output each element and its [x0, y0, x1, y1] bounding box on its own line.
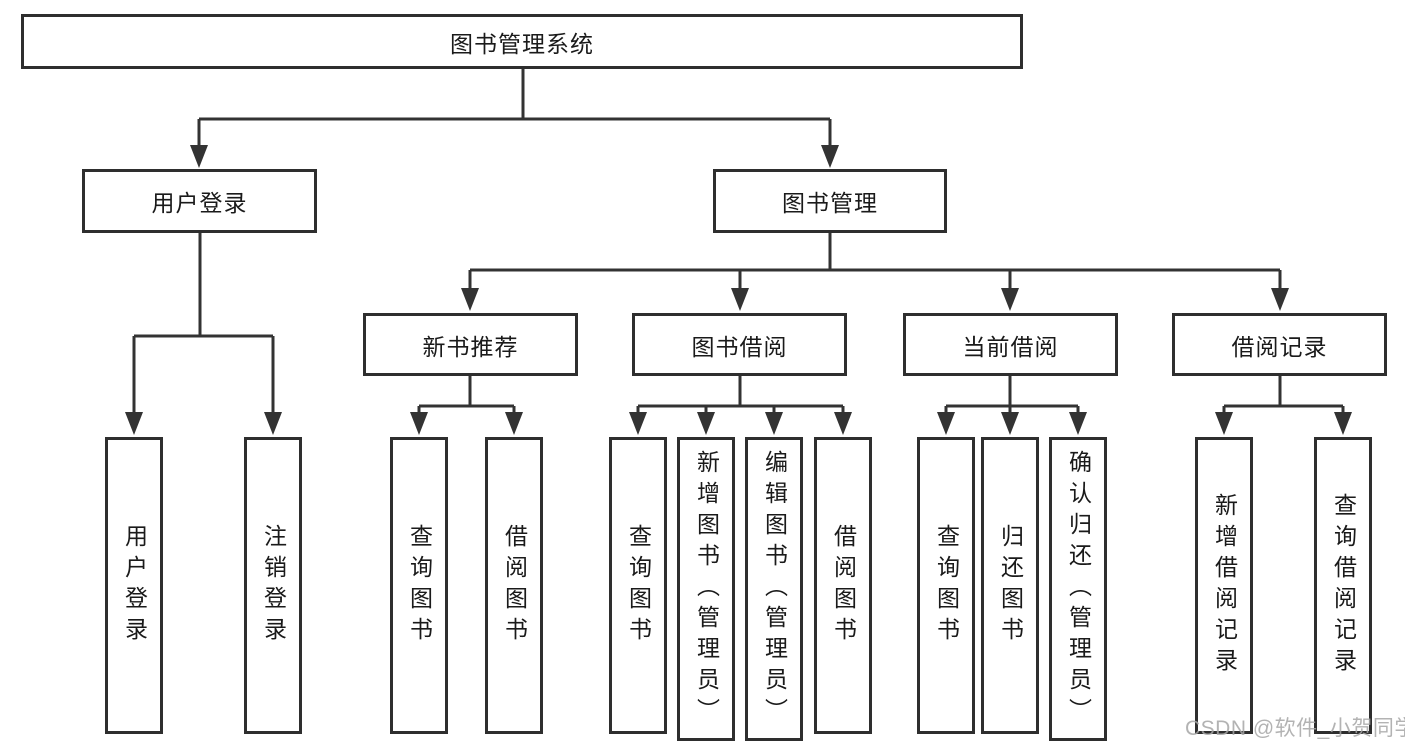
node-new-book-recommend: 新书推荐: [363, 313, 578, 376]
leaf-borrow-books-2-label: 借阅图书: [830, 523, 857, 648]
leaf-user-login: 用户登录: [105, 437, 163, 734]
node-borrowing-records: 借阅记录: [1172, 313, 1387, 376]
node-current-borrowing: 当前借阅: [903, 313, 1118, 376]
leaf-borrow-books-1: 借阅图书: [485, 437, 543, 734]
leaf-edit-books-admin-label: 编辑图书（管理员）: [761, 449, 788, 729]
leaf-logout-label: 注销登录: [260, 523, 287, 648]
leaf-user-login-label: 用户登录: [121, 523, 148, 648]
node-book-borrowing-label: 图书借阅: [691, 333, 788, 360]
node-borrowing-records-label: 借阅记录: [1231, 333, 1328, 360]
node-root-label: 图书管理系统: [450, 30, 594, 57]
leaf-logout: 注销登录: [244, 437, 302, 734]
node-root: 图书管理系统: [21, 14, 1023, 69]
leaf-add-borrow-record: 新增借阅记录: [1195, 437, 1253, 734]
leaf-query-books-3-label: 查询图书: [933, 523, 960, 648]
node-user-login: 用户登录: [82, 169, 317, 233]
leaf-query-books-2: 查询图书: [609, 437, 667, 734]
leaf-confirm-return-admin: 确认归还（管理员）: [1049, 437, 1107, 741]
leaf-add-borrow-record-label: 新增借阅记录: [1211, 492, 1238, 679]
leaf-query-borrow-record: 查询借阅记录: [1314, 437, 1372, 734]
leaf-query-books-3: 查询图书: [917, 437, 975, 734]
leaf-query-books-2-label: 查询图书: [625, 523, 652, 648]
leaf-add-books-admin: 新增图书（管理员）: [677, 437, 735, 741]
leaf-return-books: 归还图书: [981, 437, 1039, 734]
leaf-query-books-1-label: 查询图书: [406, 523, 433, 648]
leaf-edit-books-admin: 编辑图书（管理员）: [745, 437, 803, 741]
leaf-borrow-books-1-label: 借阅图书: [501, 523, 528, 648]
leaf-borrow-books-2: 借阅图书: [814, 437, 872, 734]
leaf-query-borrow-record-label: 查询借阅记录: [1330, 492, 1357, 679]
node-current-borrowing-label: 当前借阅: [962, 333, 1059, 360]
leaf-query-books-1: 查询图书: [390, 437, 448, 734]
leaf-return-books-label: 归还图书: [997, 523, 1024, 648]
node-new-book-recommend-label: 新书推荐: [422, 333, 519, 360]
leaf-confirm-return-admin-label: 确认归还（管理员）: [1065, 449, 1092, 729]
node-book-management-label: 图书管理: [782, 190, 878, 216]
node-book-borrowing: 图书借阅: [632, 313, 847, 376]
csdn-watermark: CSDN @软件_小贺同学: [1185, 717, 1405, 740]
node-user-login-label: 用户登录: [151, 190, 248, 216]
leaf-add-books-admin-label: 新增图书（管理员）: [693, 449, 720, 729]
node-book-management: 图书管理: [713, 169, 947, 233]
